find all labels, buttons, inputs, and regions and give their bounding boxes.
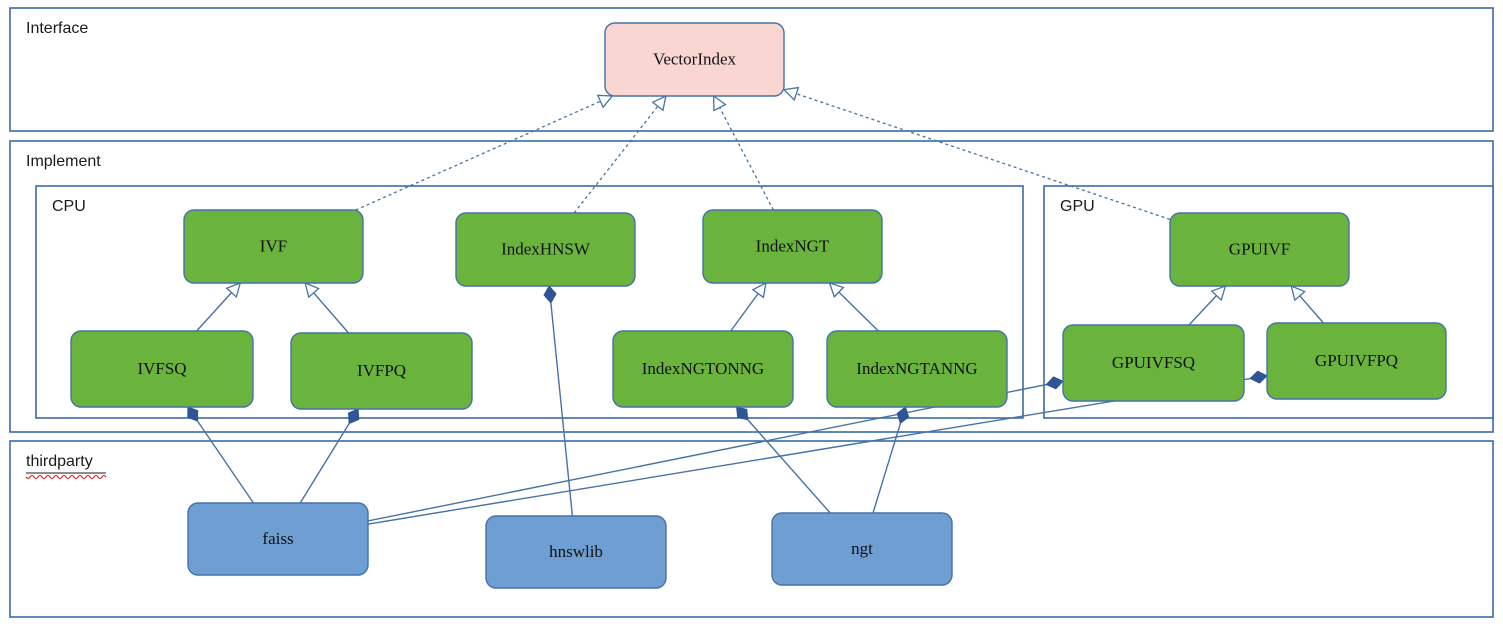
node-faiss-label: faiss	[262, 529, 293, 548]
node-indexngt-rect[interactable]	[702, 209, 883, 284]
edge-ivf-to-vectorindex	[355, 94, 614, 211]
node-gpuivfsq-rect[interactable]	[1062, 324, 1245, 402]
edge-line	[550, 302, 574, 517]
hollow-triangle-arrowhead-icon	[828, 281, 845, 298]
node-gpuivfpq[interactable]: GPUIVFPQ	[1266, 322, 1447, 400]
filled-diamond-marker-icon	[543, 285, 557, 304]
node-faiss-rect[interactable]	[187, 502, 369, 576]
edge-gpuivf-to-vectorindex	[782, 86, 1171, 221]
edge-indexngtonng-to-ngt	[735, 406, 831, 514]
filled-diamond-marker-icon	[348, 408, 360, 425]
node-gpuivf-rect[interactable]	[1169, 212, 1350, 287]
node-indexhnsw[interactable]: IndexHNSW	[455, 212, 636, 287]
hollow-triangle-arrowhead-icon	[751, 281, 767, 299]
frame-cpu-label: CPU	[52, 198, 86, 215]
node-indexngtanng-rect[interactable]	[826, 330, 1008, 408]
node-ngt[interactable]: ngt	[771, 512, 953, 586]
node-indexngtonng-label: IndexNGTONNG	[642, 359, 764, 378]
node-ivf[interactable]: IVF	[183, 209, 364, 284]
node-ivfpq[interactable]: IVFPQ	[290, 332, 473, 410]
frame-implement-label: Implement	[26, 153, 101, 170]
node-ngt-rect[interactable]	[771, 512, 953, 586]
edge-indexhnsw-to-vectorindex	[573, 94, 667, 214]
node-gpuivf-label: GPUIVF	[1229, 239, 1290, 258]
edge-gpuivfpq-to-faiss	[367, 370, 1268, 525]
edge-line	[1188, 295, 1218, 326]
filled-diamond-marker-icon	[896, 406, 910, 425]
edge-ivfsq-to-ivf	[196, 281, 242, 332]
hollow-triangle-arrowhead-icon	[782, 86, 800, 102]
filled-diamond-marker-icon	[1045, 376, 1064, 390]
edge-ivfpq-to-faiss	[299, 408, 360, 504]
node-vectorindex-rect[interactable]	[604, 22, 785, 97]
edge-indexngtanng-to-indexngt	[828, 281, 879, 332]
edge-gpuivfsq-to-gpuivf	[1188, 284, 1227, 326]
node-ivfsq-rect[interactable]	[70, 330, 254, 408]
edge-ivfsq-to-faiss	[187, 406, 255, 504]
filled-diamond-marker-icon	[735, 406, 749, 421]
hollow-triangle-arrowhead-icon	[1290, 284, 1306, 302]
hollow-triangle-arrowhead-icon	[712, 94, 727, 112]
node-faiss[interactable]: faiss	[187, 502, 369, 576]
edge-layer	[187, 86, 1324, 525]
node-gpuivfsq-label: GPUIVFSQ	[1112, 353, 1195, 372]
edge-line	[313, 292, 350, 334]
node-gpuivfpq-rect[interactable]	[1266, 322, 1447, 400]
node-hnswlib-rect[interactable]	[485, 515, 667, 589]
hollow-triangle-arrowhead-icon	[304, 281, 320, 299]
edge-line	[719, 107, 774, 211]
edge-line	[196, 420, 255, 504]
node-vectorindex-label: VectorIndex	[653, 49, 737, 68]
node-indexhnsw-label: IndexHNSW	[501, 239, 591, 258]
edge-line	[838, 291, 879, 332]
edge-line	[573, 105, 659, 214]
filled-diamond-marker-icon	[1249, 370, 1268, 384]
edge-indexngt-to-vectorindex	[712, 94, 774, 211]
node-hnswlib[interactable]: hnswlib	[485, 515, 667, 589]
node-gpuivfpq-label: GPUIVFPQ	[1315, 351, 1398, 370]
node-gpuivfsq[interactable]: GPUIVFSQ	[1062, 324, 1245, 402]
hollow-triangle-arrowhead-icon	[225, 281, 242, 299]
node-ivfpq-rect[interactable]	[290, 332, 473, 410]
frame-gpu-label: GPU	[1060, 198, 1095, 215]
node-ivf-rect[interactable]	[183, 209, 364, 284]
node-ngt-label: ngt	[851, 539, 873, 558]
edge-line	[1299, 295, 1324, 324]
edge-gpuivfpq-to-gpuivf	[1290, 284, 1324, 324]
edge-line	[196, 292, 233, 332]
node-vectorindex[interactable]: VectorIndex	[604, 22, 785, 97]
frame-interface-label: Interface	[26, 20, 88, 37]
frame-thirdparty-label: thirdparty	[26, 453, 93, 470]
edge-indexhnsw-to-hnswlib	[543, 285, 574, 517]
hollow-triangle-arrowhead-icon	[651, 94, 667, 112]
filled-diamond-marker-icon	[187, 406, 199, 422]
node-ivfsq-label: IVFSQ	[137, 359, 186, 378]
edge-line	[367, 377, 1251, 525]
spellcheck-squiggle-icon	[25, 474, 107, 480]
node-gpuivf[interactable]: GPUIVF	[1169, 212, 1350, 287]
hollow-triangle-arrowhead-icon	[1210, 284, 1227, 302]
node-indexngtanng[interactable]: IndexNGTANNG	[826, 330, 1008, 408]
node-hnswlib-label: hnswlib	[549, 542, 603, 561]
node-indexngtonng[interactable]: IndexNGTONNG	[612, 330, 794, 408]
node-ivfsq[interactable]: IVFSQ	[70, 330, 254, 408]
node-ivfpq-label: IVFPQ	[357, 361, 406, 380]
edge-line	[872, 423, 902, 514]
node-indexngt[interactable]: IndexNGT	[702, 209, 883, 284]
hollow-triangle-arrowhead-icon	[596, 94, 614, 109]
node-indexngtanng-label: IndexNGTANNG	[856, 359, 977, 378]
edge-line	[747, 419, 831, 514]
edge-line	[355, 100, 601, 211]
edge-indexngtanng-to-ngt	[872, 406, 910, 514]
node-indexhnsw-rect[interactable]	[455, 212, 636, 287]
edge-line	[299, 423, 350, 504]
edge-indexngtonng-to-indexngt	[730, 281, 767, 332]
node-ivf-label: IVF	[260, 236, 287, 255]
node-indexngt-label: IndexNGT	[756, 236, 830, 255]
edge-line	[730, 293, 759, 332]
node-indexngtonng-rect[interactable]	[612, 330, 794, 408]
edge-ivfpq-to-ivf	[304, 281, 350, 334]
